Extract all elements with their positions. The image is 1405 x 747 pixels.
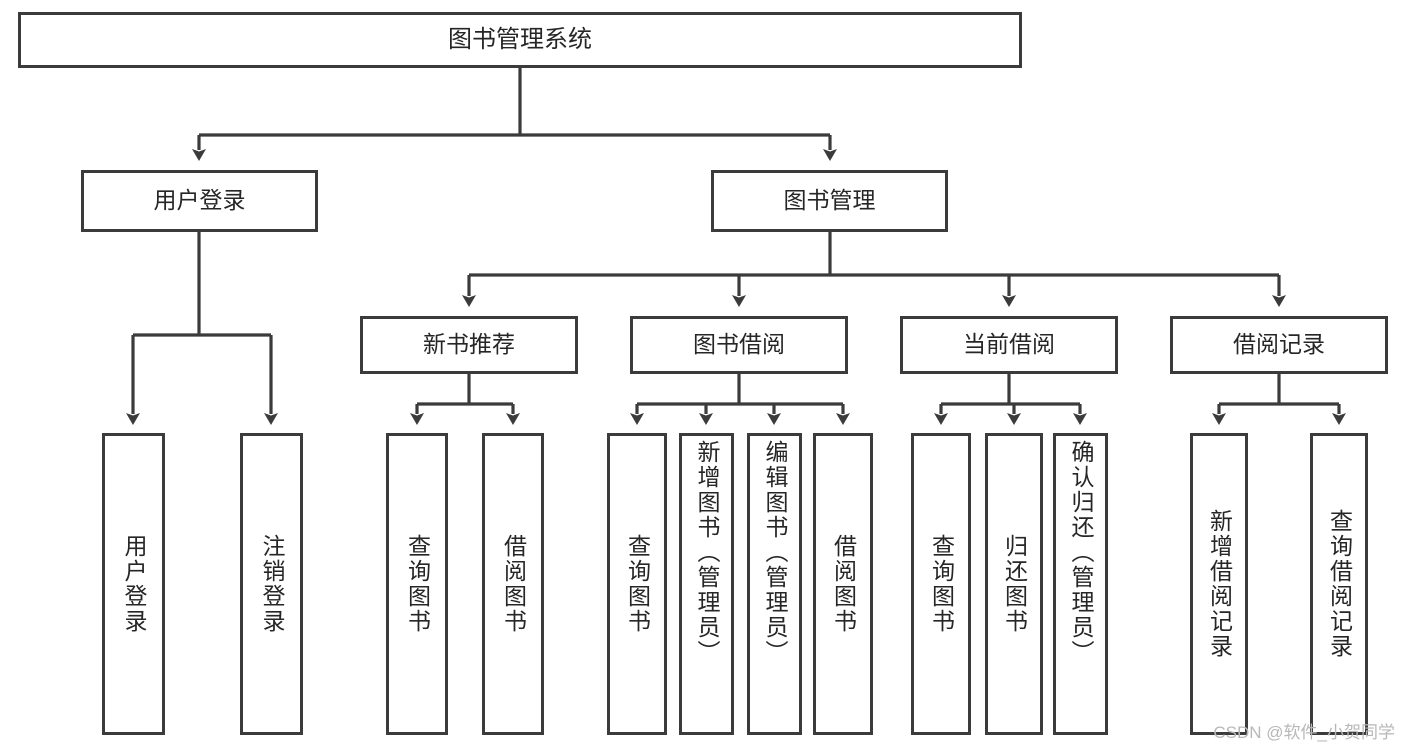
leaf-node-label: 新增图书（管理员） — [694, 440, 720, 665]
leaf-node-label: 借阅图书 — [500, 534, 527, 634]
leaf-node[interactable]: 查询图书 — [386, 433, 448, 735]
leaf-node[interactable]: 新增图书（管理员） — [679, 433, 734, 735]
node-new-book-recommend[interactable]: 新书推荐 — [360, 316, 578, 374]
leaf-node[interactable]: 借阅图书 — [813, 433, 873, 735]
node-user-login[interactable]: 用户登录 — [81, 170, 318, 232]
leaf-node-label: 用户登录 — [121, 534, 147, 634]
node-borrow-record[interactable]: 借阅记录 — [1170, 316, 1388, 374]
leaf-node[interactable]: 归还图书 — [985, 433, 1043, 735]
leaf-node[interactable]: 编辑图书（管理员） — [747, 433, 802, 735]
leaf-node-label: 借阅图书 — [830, 534, 857, 634]
leaf-node-label: 查询借阅记录 — [1326, 509, 1353, 659]
leaf-node-label: 确认归还（管理员） — [1068, 440, 1094, 665]
leaf-node[interactable]: 用户登录 — [102, 433, 165, 735]
node-current-borrow[interactable]: 当前借阅 — [900, 316, 1118, 374]
node-new-book-recommend-label: 新书推荐 — [423, 331, 515, 358]
node-book-borrow[interactable]: 图书借阅 — [630, 316, 848, 374]
node-current-borrow-label: 当前借阅 — [963, 331, 1055, 358]
leaf-node[interactable]: 注销登录 — [240, 433, 303, 735]
leaf-node-label: 编辑图书（管理员） — [762, 440, 788, 665]
node-book-management[interactable]: 图书管理 — [711, 170, 948, 232]
leaf-node[interactable]: 新增借阅记录 — [1190, 433, 1248, 735]
node-user-login-label: 用户登录 — [153, 187, 246, 214]
leaf-node[interactable]: 查询借阅记录 — [1310, 433, 1368, 735]
leaf-node[interactable]: 查询图书 — [607, 433, 667, 735]
leaf-node[interactable]: 查询图书 — [911, 433, 971, 735]
leaf-node-label: 新增借阅记录 — [1206, 509, 1233, 659]
leaf-node-label: 注销登录 — [259, 534, 285, 634]
node-borrow-record-label: 借阅记录 — [1233, 331, 1325, 358]
node-root-system-label: 图书管理系统 — [448, 25, 592, 53]
leaf-node[interactable]: 确认归还（管理员） — [1053, 433, 1108, 735]
node-book-management-label: 图书管理 — [783, 187, 876, 214]
leaf-node-label: 查询图书 — [624, 534, 651, 634]
leaf-node-label: 查询图书 — [404, 534, 431, 634]
node-root-system[interactable]: 图书管理系统 — [18, 12, 1022, 68]
leaf-node-label: 查询图书 — [928, 534, 955, 634]
leaf-node[interactable]: 借阅图书 — [482, 433, 544, 735]
node-book-borrow-label: 图书借阅 — [693, 331, 785, 358]
leaf-node-label: 归还图书 — [1001, 534, 1028, 634]
